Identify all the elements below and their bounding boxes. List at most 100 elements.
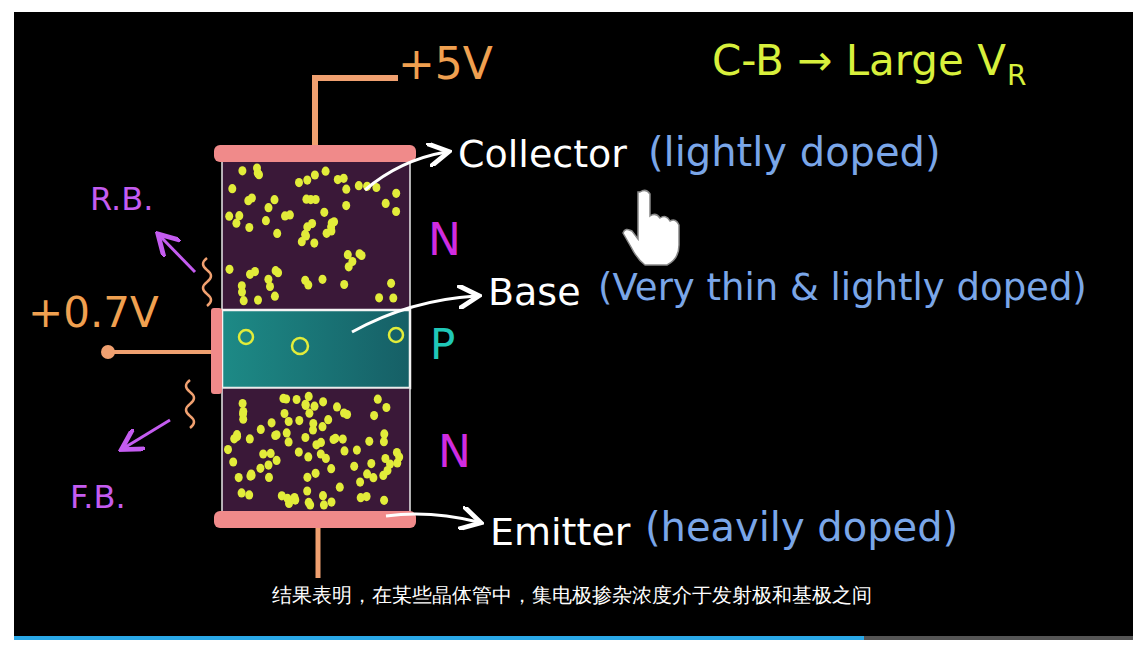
emitter-region	[222, 388, 410, 516]
electron-dot	[380, 496, 388, 505]
electron-dot	[259, 449, 267, 458]
electron-dot	[309, 425, 317, 434]
electron-dot	[295, 448, 303, 457]
electron-dot	[305, 409, 313, 418]
region-type: N	[428, 216, 461, 264]
electron-dot	[245, 223, 253, 232]
base-terminal	[101, 345, 115, 359]
electron-dot	[265, 461, 273, 470]
electron-dot	[306, 500, 314, 509]
emitter-wire	[316, 528, 321, 578]
collector-region	[222, 160, 410, 310]
bias-label: F.B.	[70, 480, 126, 515]
electron-dot	[319, 422, 327, 431]
electron-dot	[350, 462, 358, 471]
part-name: Base	[488, 272, 581, 314]
electron-dot	[282, 394, 290, 403]
note-text: C-B → Large V	[712, 38, 1006, 84]
electron-dot	[393, 458, 401, 467]
electron-dot	[312, 440, 320, 449]
electron-dot	[226, 265, 234, 274]
electron-dot	[392, 189, 400, 198]
electron-dot	[281, 409, 289, 418]
electron-dot	[319, 275, 327, 284]
electron-dot	[271, 195, 279, 204]
electron-dot	[295, 178, 303, 187]
electron-dot	[307, 195, 315, 204]
electron-dot	[393, 448, 401, 457]
electron-dot	[357, 493, 365, 502]
electron-dot	[311, 402, 319, 411]
electron-dot	[303, 486, 311, 495]
junction-mark	[186, 380, 194, 428]
part-name: Collector	[458, 134, 627, 176]
electron-dot	[305, 392, 313, 401]
electron-dot	[303, 176, 311, 185]
leader-arrow	[352, 296, 476, 332]
electron-dot	[281, 211, 289, 220]
electron-dot	[355, 181, 363, 190]
electron-dot	[304, 280, 312, 289]
electron-dot	[312, 469, 320, 478]
electron-dot	[265, 203, 273, 212]
electron-dot	[225, 212, 233, 221]
electron-dot	[356, 249, 364, 258]
hole	[239, 330, 253, 344]
electron-dot	[387, 279, 395, 288]
hand-cursor	[623, 190, 679, 265]
collector-wire	[315, 78, 398, 146]
electron-dot	[245, 490, 253, 499]
electron-dot	[320, 208, 328, 217]
electron-dot	[353, 446, 361, 455]
electron-dot	[340, 280, 348, 289]
electron-dot	[264, 275, 272, 284]
electron-dot	[240, 296, 248, 305]
electron-dot	[304, 452, 312, 461]
part-note: (lightly doped)	[648, 130, 941, 174]
base-region	[222, 310, 410, 388]
electron-dot	[336, 483, 344, 492]
part-name: Emitter	[490, 512, 630, 554]
electron-dot	[271, 292, 279, 301]
electron-dot	[238, 488, 246, 497]
electron-dot	[238, 166, 246, 175]
electron-dot	[356, 478, 364, 487]
forward-bias-arrow	[124, 420, 170, 448]
electron-dot	[303, 473, 311, 482]
electron-dot	[389, 293, 397, 302]
region-type: N	[438, 428, 471, 476]
electron-dot	[257, 425, 265, 434]
electron-dot	[328, 498, 336, 507]
reverse-bias-arrow	[160, 236, 195, 272]
collector-plate	[214, 145, 416, 162]
electron-dot	[246, 434, 254, 443]
subscript: R	[1007, 61, 1026, 92]
electron-dot	[247, 469, 255, 478]
progress-track	[864, 636, 1133, 640]
electron-dots	[224, 164, 403, 510]
electron-dot	[367, 459, 375, 468]
electron-dot	[283, 428, 291, 437]
electron-dot	[253, 164, 261, 173]
electron-dot	[262, 216, 270, 225]
electron-dot	[319, 397, 327, 406]
electron-dot	[308, 219, 316, 228]
electron-dot	[239, 399, 247, 408]
electron-dot	[365, 437, 373, 446]
electron-dot	[246, 270, 254, 279]
electron-dot	[324, 415, 332, 424]
electron-dot	[380, 429, 388, 438]
electron-dot	[267, 449, 275, 458]
electron-dot	[285, 417, 293, 426]
electron-dot	[229, 457, 237, 466]
electron-dot	[295, 416, 303, 425]
hole	[292, 338, 308, 354]
electron-dot	[293, 395, 301, 404]
electron-dot	[311, 170, 319, 179]
electron-dot	[334, 175, 342, 184]
electron-dot	[233, 430, 241, 439]
electron-dot	[272, 266, 280, 275]
part-note: (Very thin & lightly doped)	[598, 268, 1087, 309]
electron-dot	[348, 257, 356, 266]
progress-bar	[14, 636, 864, 640]
